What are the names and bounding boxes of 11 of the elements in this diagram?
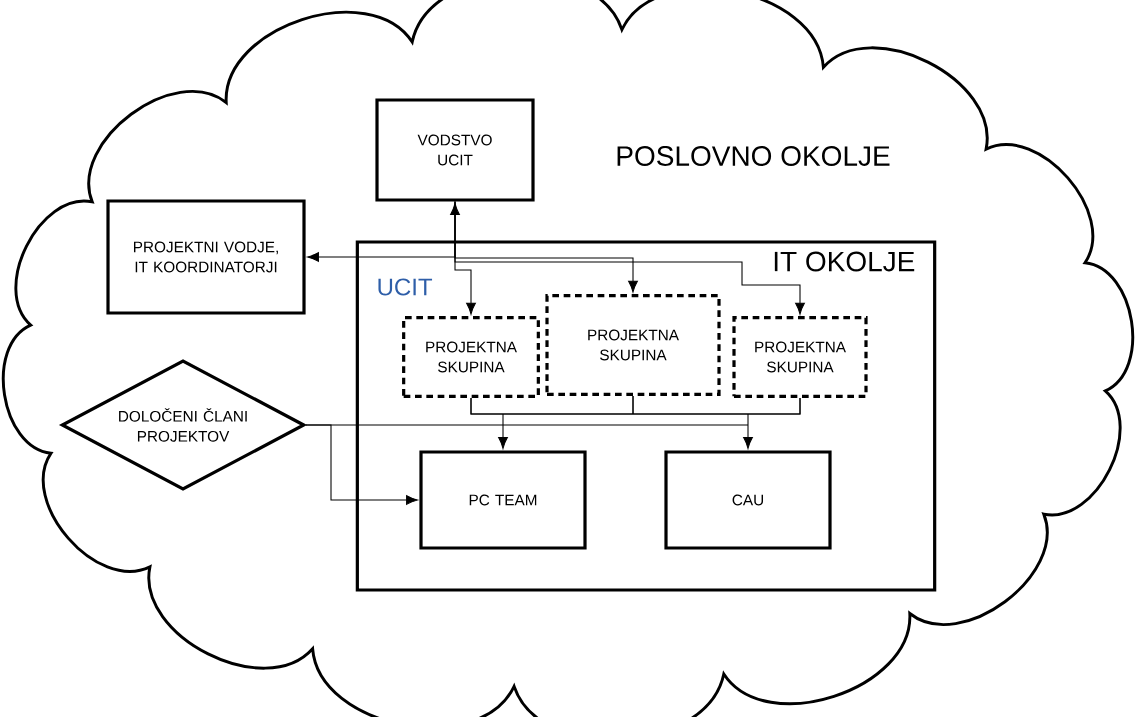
team-box: PROJEKTNA SKUPINA xyxy=(545,294,721,396)
arrow xyxy=(305,424,418,505)
arrow xyxy=(454,201,805,315)
cloud-title: POSLOVNO OKOLJE xyxy=(617,146,890,166)
team-box: PROJEKTNA SKUPINA xyxy=(732,316,868,398)
process-box: PROJEKTNI VODJE, IT KOORDINATORJI xyxy=(106,199,306,315)
process-box: CAU xyxy=(664,450,832,550)
process-box: VODSTVO UCIT xyxy=(375,98,535,202)
arrow xyxy=(307,203,460,262)
process-box: PC TEAM xyxy=(419,450,587,550)
team-box: PROJEKTNA SKUPINA xyxy=(402,316,540,398)
